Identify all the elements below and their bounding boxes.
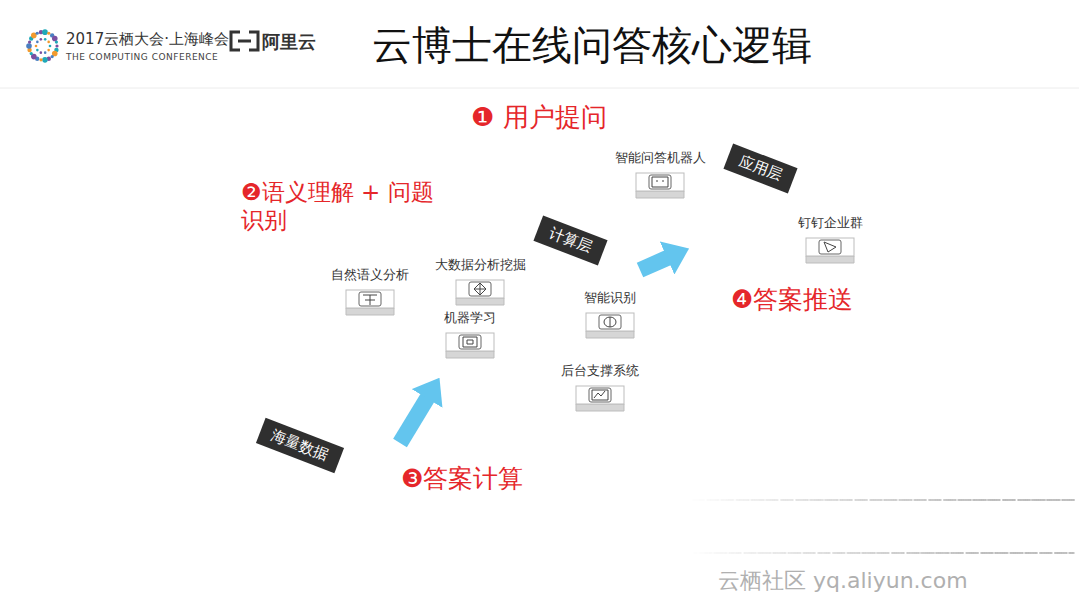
flow-arrow [400, 398, 428, 443]
conference-subtitle: THE COMPUTING CONFERENCE [66, 52, 218, 62]
dot-texture [689, 499, 1075, 554]
module-box: 自然语义分析 [327, 266, 413, 318]
module-icon [572, 384, 628, 414]
module-label: 大数据分析挖掘 [431, 256, 530, 274]
module-box: 智能识别 [578, 289, 642, 341]
module-label: 智能识别 [578, 289, 642, 307]
label-anchor: 云栖社区 yq.aliyun.com [715, 566, 971, 596]
module-box: 钉钉企业群 [794, 214, 867, 266]
label-anchor: 阿里云 [262, 30, 316, 54]
callout-step: ❶ 用户提问 [468, 100, 610, 135]
slide-title: 云博士在线问答核心逻辑 [372, 18, 812, 73]
module-icon [632, 171, 688, 201]
layer-slab [235, 195, 800, 465]
module-icon [342, 288, 398, 318]
label-anchor: ❷语义理解 + 问题识别 [238, 178, 456, 234]
module-icon [442, 331, 498, 361]
module-icon [582, 311, 638, 341]
module-label: 后台支撑系统 [557, 362, 643, 380]
title-anchor: 云博士在线问答核心逻辑 [372, 18, 812, 73]
watermark: 云栖社区 yq.aliyun.com [715, 566, 971, 596]
callout-step: ❷语义理解 + 问题识别 [238, 178, 456, 234]
module-label: 机器学习 [438, 309, 502, 327]
label-anchor: ❶ 用户提问 [468, 100, 610, 135]
brand-name: 阿里云 [262, 30, 316, 54]
label-anchor: ❸答案计算 [398, 462, 526, 495]
tag-anchor: 计算层 [536, 227, 605, 254]
conference-logo [26, 29, 58, 62]
label-anchor: ❹答案推送 [728, 283, 856, 316]
module-box: 大数据分析挖掘 [431, 256, 530, 308]
flow-arrow [640, 258, 668, 270]
module-box: 后台支撑系统 [557, 362, 643, 414]
label-anchor: THE COMPUTING CONFERENCE [66, 52, 218, 62]
layer-tag: 计算层 [533, 215, 607, 265]
tag-anchor: 海量数据 [258, 432, 342, 459]
module-label: 智能问答机器人 [611, 149, 710, 167]
callout-step: ❸答案计算 [398, 462, 526, 495]
header-rule [0, 88, 1079, 89]
tag-anchor: 应用层 [726, 155, 795, 182]
layer-tag: 应用层 [723, 143, 797, 193]
ali-logo-symbol [231, 32, 258, 50]
layer-band: 计算层自然语义分析大数据分析挖掘机器学习 智能识别后台支撑系统 [235, 195, 800, 455]
module-icon [802, 236, 858, 266]
callout-step: ❹答案推送 [728, 283, 856, 316]
module-box: 智能问答机器人 [611, 149, 710, 201]
module-label: 自然语义分析 [327, 266, 413, 284]
module-box: 机器学习 [438, 309, 502, 361]
layer-tag: 海量数据 [256, 417, 344, 472]
conference-name: 2017云栖大会·上海峰会 [66, 30, 229, 49]
module-label: 钉钉企业群 [794, 214, 867, 232]
label-anchor: 2017云栖大会·上海峰会 [66, 30, 229, 49]
module-icon [452, 278, 508, 308]
